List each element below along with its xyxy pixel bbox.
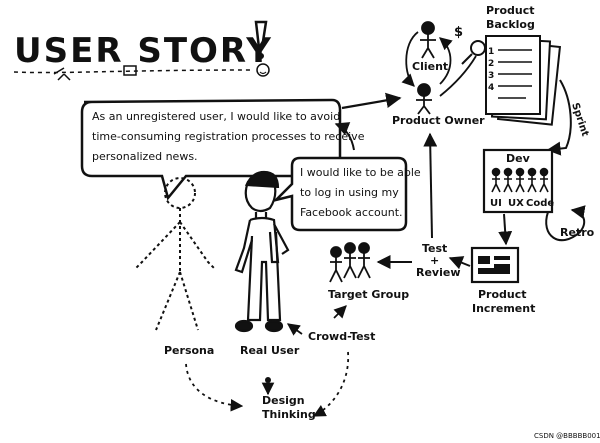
dev-team-figures: [491, 167, 549, 193]
target-group-figures: [329, 242, 371, 283]
persona-speech-bubble: As an unregistered user, I would like to…: [80, 98, 365, 201]
persona-quote-line-3: personalized news.: [92, 150, 198, 163]
exclamation-icon: [254, 20, 268, 59]
retro-label: Retro: [560, 226, 595, 239]
backlog-number-3: 3: [488, 71, 494, 81]
review-label: Review: [416, 266, 461, 279]
watermark: CSDN @BBBBB001: [534, 432, 600, 440]
ux-label: UX: [508, 198, 524, 209]
real-user-quote-line-2: to log in using my: [300, 186, 399, 199]
backlog-items: [498, 49, 532, 99]
review-to-owner-arrow: [423, 132, 438, 239]
client-to-owner-arrow: [401, 31, 419, 87]
real-user-quote-line-1: I would like to be able: [300, 166, 421, 179]
persona-quote-line-2: time-consuming registration processes to…: [92, 130, 365, 143]
increment-to-review-arrow: [448, 256, 471, 270]
design-thinking-label-2: Thinking: [262, 408, 316, 421]
retro-loop-arrow: [545, 205, 586, 242]
backlog-number-2: 2: [488, 59, 494, 69]
sprint-arrow: [546, 79, 572, 156]
real-user-figure: [234, 170, 290, 333]
product-increment-icon: [470, 246, 520, 284]
design-thinking-loop-arrows: [185, 351, 349, 417]
crowd-test-arrow-up: [333, 305, 347, 319]
backlog-number-4: 4: [488, 83, 494, 93]
arrow-to-bubble: [334, 122, 355, 151]
real-user-label: Real User: [240, 344, 300, 357]
persona-label: Persona: [164, 344, 214, 357]
design-thinking-dot: [265, 377, 271, 383]
dev-to-increment-arrow: [498, 213, 513, 246]
target-group-label: Target Group: [328, 288, 409, 301]
persona-figure: [135, 177, 215, 331]
client-figure: [420, 21, 436, 59]
sprint-label: Sprint: [569, 102, 590, 139]
owner-to-client-arrow: [439, 37, 453, 85]
real-user-quote-line-3: Facebook account.: [300, 206, 403, 219]
title: USER STORY: [14, 31, 273, 71]
ui-label: UI: [490, 198, 502, 209]
product-increment-label-2: Increment: [472, 302, 535, 315]
product-backlog-label-2: Backlog: [486, 18, 535, 31]
design-thinking-label-1: Design: [262, 394, 305, 407]
dollar-sign: $: [454, 25, 463, 40]
title-underline-dashed: [13, 63, 270, 81]
product-owner-figure: [416, 83, 432, 115]
code-label: Code: [526, 198, 554, 209]
product-backlog-label-1: Product: [486, 4, 535, 17]
persona-quote-line-1: As an unregistered user, I would like to…: [92, 110, 340, 123]
test-plus-label: +: [430, 254, 439, 267]
test-label: Test: [422, 242, 447, 255]
product-increment-label-1: Product: [478, 288, 527, 301]
backlog-number-1: 1: [488, 47, 494, 57]
arrow-to-product-owner: [341, 92, 402, 110]
crowd-test-arrow-left: [286, 323, 303, 336]
owner-to-backlog-line: [439, 55, 477, 97]
crowd-test-label: Crowd-Test: [308, 330, 375, 343]
client-label: Client: [412, 60, 448, 73]
dev-label: Dev: [506, 152, 531, 165]
product-owner-label: Product Owner: [392, 114, 485, 127]
real-user-speech-bubble: I would like to be able to log in using …: [271, 156, 421, 232]
